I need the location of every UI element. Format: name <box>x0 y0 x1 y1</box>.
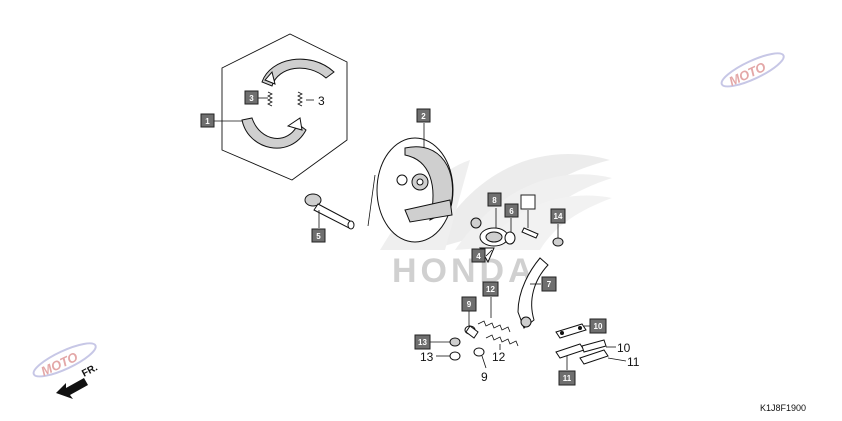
rod-nut-upper <box>449 337 461 347</box>
label-12: 12 <box>492 350 506 364</box>
callout-14-label: 14 <box>554 212 563 221</box>
brake-rod-spring-upper <box>477 320 511 333</box>
callout-7-label: 7 <box>547 280 552 289</box>
callout-13 <box>414 334 431 350</box>
callout-13-label: 13 <box>418 338 427 347</box>
brake-arm <box>517 257 549 329</box>
callout-2 <box>416 108 431 123</box>
callout-1-label: 1 <box>205 117 210 126</box>
diagram-code: K1J8F1900 <box>760 403 806 413</box>
front-direction-label: FR. <box>80 362 100 379</box>
moto-watermark-top-right: MOTO <box>720 52 785 89</box>
link-plate-10 <box>555 323 587 339</box>
brake-shoe-upper <box>261 58 335 87</box>
joint-pin-upper <box>464 325 479 339</box>
callout-8-label: 8 <box>492 196 497 205</box>
bolt-small <box>521 227 539 239</box>
callout-7 <box>541 276 557 292</box>
shoe-spring-left <box>267 91 273 107</box>
callout-14 <box>550 208 566 224</box>
label-11: 11 <box>627 355 640 369</box>
callout-6 <box>504 203 519 218</box>
brake-panel <box>376 137 454 243</box>
brake-rod-spring-lower <box>485 334 519 347</box>
callout-9 <box>461 296 477 312</box>
callout-6-label: 6 <box>509 207 514 216</box>
callout-4-label: 4 <box>476 252 481 261</box>
brake-shoe-lower <box>241 117 307 149</box>
brake-shoe-group-outline <box>221 33 348 181</box>
callout-8 <box>487 192 502 207</box>
label-3: 3 <box>318 94 325 108</box>
brake-cam-shaft <box>304 193 355 230</box>
panel-axis-line <box>367 174 376 227</box>
leader-lines <box>213 97 627 370</box>
link-plate-11c <box>581 339 607 353</box>
brake-arm-washer <box>504 231 516 245</box>
label-13: 13 <box>420 350 434 364</box>
callout-12-label: 12 <box>486 285 495 294</box>
link-plate-11b <box>579 349 609 365</box>
honda-watermark-text: HONDA <box>392 252 537 290</box>
link-plate-11a <box>555 343 585 359</box>
callout-10 <box>589 318 607 334</box>
callout-10-label: 10 <box>594 322 603 331</box>
callout-1 <box>200 113 215 128</box>
callout-9-label: 9 <box>467 300 472 309</box>
callout-5-label: 5 <box>316 232 321 241</box>
nut-14 <box>552 237 564 247</box>
rod-nut-lower <box>449 351 461 361</box>
callout-3 <box>244 90 259 105</box>
label-10: 10 <box>617 341 631 355</box>
joint-pin-lower <box>473 347 485 357</box>
front-direction-arrow-icon <box>56 378 88 399</box>
callout-5 <box>311 228 326 243</box>
callout-2-label: 2 <box>421 112 426 121</box>
callout-11-label: 11 <box>563 374 572 383</box>
callout-4 <box>471 248 486 263</box>
shoe-spring-right <box>297 91 303 107</box>
callout-12 <box>482 281 499 297</box>
callout-11 <box>558 370 576 386</box>
callout-blank <box>520 194 536 210</box>
felt-seal <box>470 217 482 229</box>
label-9: 9 <box>481 370 488 384</box>
callout-3-label: 3 <box>249 94 254 103</box>
